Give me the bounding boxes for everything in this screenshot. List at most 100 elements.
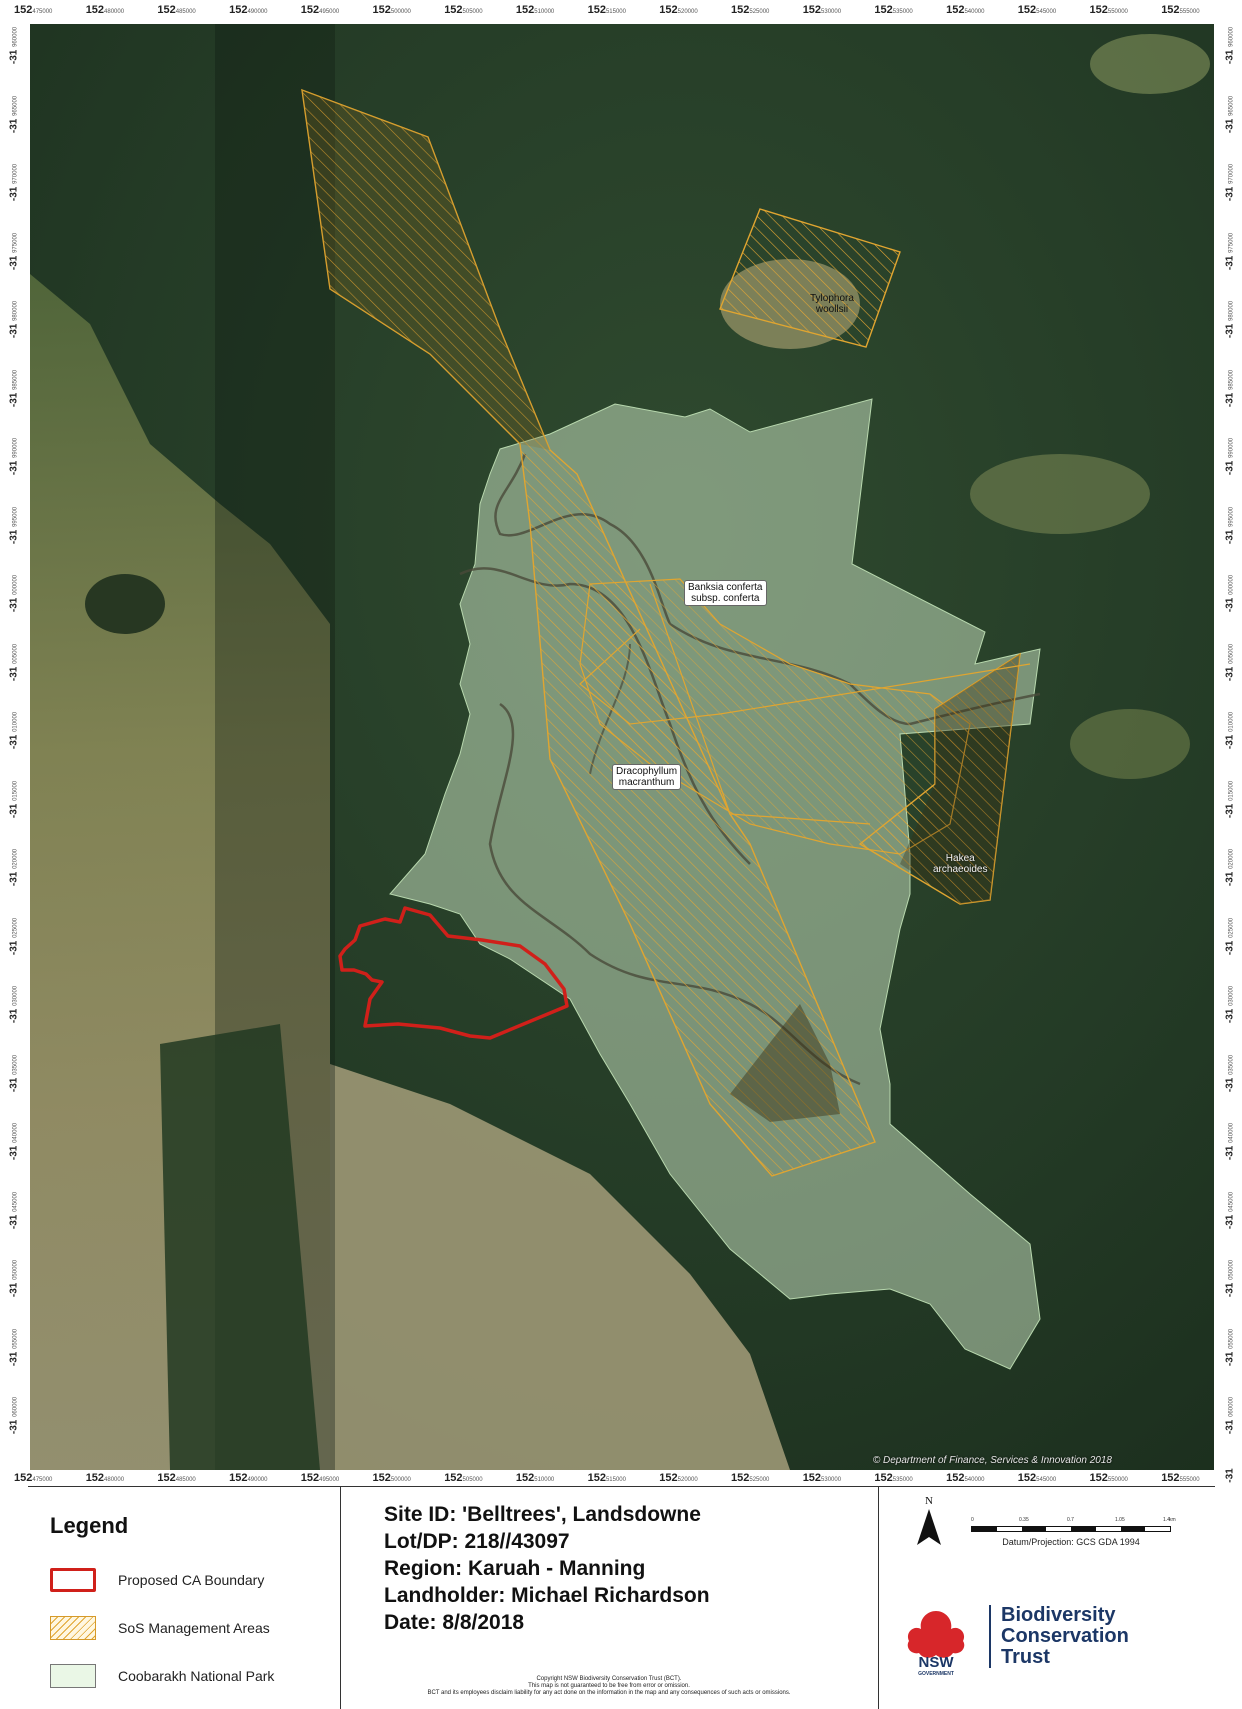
legend-item-label: SoS Management Areas bbox=[118, 1620, 270, 1636]
sos-line-cross bbox=[649, 583, 871, 825]
left-tick-label: -31 020000 bbox=[8, 848, 20, 887]
datum-caption: Datum/Projection: GCS GDA 1994 bbox=[1002, 1537, 1140, 1547]
svg-text:GOVERNMENT: GOVERNMENT bbox=[918, 1671, 954, 1677]
sos-area-tylophora[interactable] bbox=[719, 208, 901, 348]
sos-management-areas bbox=[301, 88, 1031, 1177]
north-arrow: N bbox=[909, 1495, 949, 1552]
bottom-tick-label: 152475000 bbox=[14, 1472, 53, 1484]
clearing-east bbox=[970, 454, 1150, 534]
sos-area-hakea[interactable] bbox=[858, 652, 1021, 905]
proposed-ca-boundary[interactable] bbox=[338, 906, 569, 1040]
right-tick-label: -31 060000 bbox=[1224, 1396, 1236, 1435]
svg-text:NSW: NSW bbox=[919, 1654, 955, 1671]
scale-tick: 0.7 bbox=[1067, 1517, 1074, 1523]
legend-item-label: Proposed CA Boundary bbox=[118, 1572, 265, 1588]
left-tick-label: -31 010000 bbox=[8, 711, 20, 750]
label-dracophyllum-line1: Dracophyllum bbox=[616, 766, 678, 777]
bottom-right-coordinate: -31 bbox=[1224, 1468, 1236, 1483]
label-tylophora: Tylophora woollsii bbox=[807, 292, 857, 316]
top-tick-label: 152535000 bbox=[874, 4, 913, 16]
scale-tick: 0 bbox=[971, 1517, 974, 1523]
left-tick-label: -31 015000 bbox=[8, 780, 20, 818]
top-tick-label: 152545000 bbox=[1017, 4, 1057, 16]
hill-west bbox=[85, 574, 165, 634]
label-dracophyllum-line2: macranthum bbox=[618, 777, 675, 788]
right-tick-label: -31 985000 bbox=[1224, 369, 1236, 407]
left-tick-label: -31 965000 bbox=[8, 95, 20, 133]
north-letter: N bbox=[925, 1495, 933, 1507]
site-landholder: Landholder: Michael Richardson bbox=[384, 1584, 710, 1607]
bottom-tick-label: 152495000 bbox=[300, 1472, 340, 1484]
top-tick-label: 152480000 bbox=[85, 4, 125, 16]
top-tick-label: 152525000 bbox=[731, 4, 770, 16]
right-tick-label: -31 035000 bbox=[1224, 1054, 1236, 1092]
right-tick-label: -31 975000 bbox=[1224, 232, 1236, 270]
legend-item-national-park: Coobarakh National Park bbox=[50, 1663, 274, 1689]
left-tick-label: -31 995000 bbox=[8, 506, 20, 544]
right-tick-label: -31 015000 bbox=[1224, 780, 1236, 818]
left-tick-label: -31 975000 bbox=[8, 232, 20, 270]
top-tick-label: 152510000 bbox=[515, 4, 555, 16]
legend-panel: Legend Proposed CA Boundary SoS Manageme… bbox=[28, 1486, 341, 1709]
label-banksia-line2: subsp. conferta bbox=[691, 593, 760, 604]
left-tick-label: -31 045000 bbox=[8, 1191, 20, 1229]
right-tick-label: -31 055000 bbox=[1224, 1328, 1236, 1366]
bottom-tick-label: 152480000 bbox=[85, 1472, 125, 1484]
label-tylophora-line1: Tylophora bbox=[810, 293, 854, 304]
left-tick-label: -31 005000 bbox=[8, 643, 20, 681]
bottom-tick-label: 152515000 bbox=[587, 1472, 626, 1484]
top-tick-label: 152475000 bbox=[14, 4, 53, 16]
legend-item-sos-areas: SoS Management Areas bbox=[50, 1615, 270, 1641]
left-tick-label: -31 030000 bbox=[8, 985, 20, 1024]
scale-tick: 1.4 bbox=[1163, 1517, 1170, 1523]
left-tick-label: -31 035000 bbox=[8, 1054, 20, 1092]
bottom-tick-label: 152505000 bbox=[444, 1472, 483, 1484]
farmland-south bbox=[330, 1064, 790, 1470]
right-tick-label: -31 010000 bbox=[1224, 711, 1236, 750]
legend-swatch-hatch bbox=[50, 1616, 96, 1640]
north-arrow-icon bbox=[917, 1509, 941, 1545]
left-tick-label: -31 990000 bbox=[8, 437, 20, 476]
legend-item-label: Coobarakh National Park bbox=[118, 1668, 275, 1684]
left-tick-label: -31 985000 bbox=[8, 369, 20, 407]
left-tick-label: -31 970000 bbox=[8, 163, 20, 202]
label-dracophyllum: Dracophyllum macranthum bbox=[612, 764, 682, 790]
bottom-tick-label: 152525000 bbox=[731, 1472, 770, 1484]
right-tick-label: -31 050000 bbox=[1224, 1259, 1236, 1298]
left-tick-label: -31 025000 bbox=[8, 917, 20, 955]
bottom-tick-label: 152510000 bbox=[515, 1472, 555, 1484]
bct-line3: Trust bbox=[1001, 1646, 1050, 1668]
label-tylophora-line2: woollsii bbox=[815, 304, 849, 315]
top-tick-label: 152515000 bbox=[587, 4, 626, 16]
bct-line1: Biodiversity bbox=[1001, 1604, 1116, 1626]
map-view[interactable] bbox=[30, 24, 1214, 1470]
copyright-line3: BCT and its employees disclaim liability… bbox=[427, 1690, 791, 1696]
bottom-tick-label: 152490000 bbox=[229, 1472, 268, 1484]
left-tick-label: -31 050000 bbox=[8, 1259, 20, 1298]
top-tick-label: 152495000 bbox=[300, 4, 340, 16]
scale-tick: 0.35 bbox=[1019, 1517, 1029, 1523]
top-tick-label: 152530000 bbox=[802, 4, 842, 16]
left-tick-label: -31 040000 bbox=[8, 1122, 20, 1161]
bottom-tick-label: 152535000 bbox=[874, 1472, 913, 1484]
site-id: Site ID: 'Belltrees', Landsdowne bbox=[384, 1503, 701, 1526]
top-tick-label: 152520000 bbox=[659, 4, 698, 16]
legend-title: Legend bbox=[50, 1513, 129, 1538]
right-tick-label: -31 045000 bbox=[1224, 1191, 1236, 1229]
bottom-tick-label: 152530000 bbox=[802, 1472, 842, 1484]
right-tick-label: -31 005000 bbox=[1224, 643, 1236, 681]
left-tick-label: -31 980000 bbox=[8, 300, 20, 339]
bct-line2: Conservation bbox=[1001, 1625, 1129, 1647]
sos-line-diagonal bbox=[579, 628, 1031, 725]
bottom-tick-label: 152555000 bbox=[1161, 1472, 1200, 1484]
top-tick-label: 152550000 bbox=[1089, 4, 1128, 16]
right-tick-label: -31 995000 bbox=[1224, 506, 1236, 544]
sos-area-south-shade bbox=[730, 1004, 840, 1122]
scale-bar-graphic bbox=[971, 1526, 1171, 1532]
right-tick-label: -31 970000 bbox=[1224, 163, 1236, 202]
top-tick-label: 152505000 bbox=[444, 4, 483, 16]
right-tick-label: -31 965000 bbox=[1224, 95, 1236, 133]
site-info-panel: Site ID: 'Belltrees', Landsdowne Lot/DP:… bbox=[340, 1486, 878, 1709]
